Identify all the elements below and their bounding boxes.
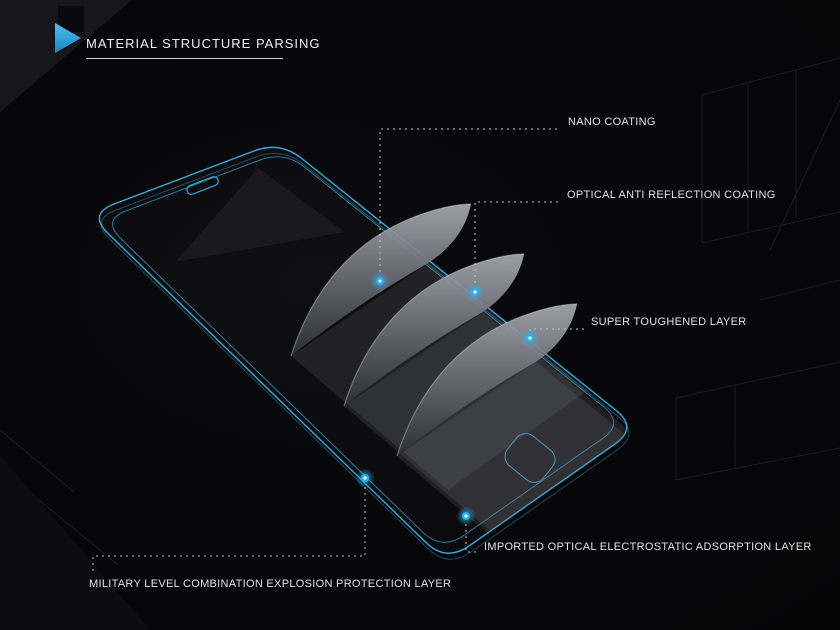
marker-optical-anti-reflection (465, 282, 485, 302)
corner-shade-top-left (0, 0, 132, 112)
label-optical-anti-reflection-coating: OPTICAL ANTI REFLECTION COATING (567, 189, 776, 201)
label-super-toughened-layer: SUPER TOUGHENED LAYER (591, 316, 747, 328)
earpiece-slot (186, 176, 219, 195)
corner-shade-bottom-left (0, 455, 150, 630)
home-button-cutout (504, 433, 556, 483)
leader-military-protection (92, 487, 366, 573)
leader-imported-adsorption (465, 524, 478, 553)
markers (355, 271, 540, 526)
phone-outline-group (98, 146, 630, 560)
logo-triangle-icon (55, 23, 81, 53)
glass-sheen (175, 168, 345, 262)
title-underline (86, 58, 283, 59)
label-imported-optical-electrostatic-adsorption-layer: IMPORTED OPTICAL ELECTROSTATIC ADSORPTIO… (484, 541, 812, 553)
page-title: MATERIAL STRUCTURE PARSING (86, 36, 321, 51)
marker-military-protection (355, 468, 375, 488)
marker-imported-adsorption (456, 506, 476, 526)
label-military-level-combination-explosion-protection-layer: MILITARY LEVEL COMBINATION EXPLOSION PRO… (89, 578, 452, 590)
label-nano-coating: NANO COATING (568, 116, 656, 128)
marker-nano-coating (370, 271, 390, 291)
marker-super-toughened (520, 328, 540, 348)
